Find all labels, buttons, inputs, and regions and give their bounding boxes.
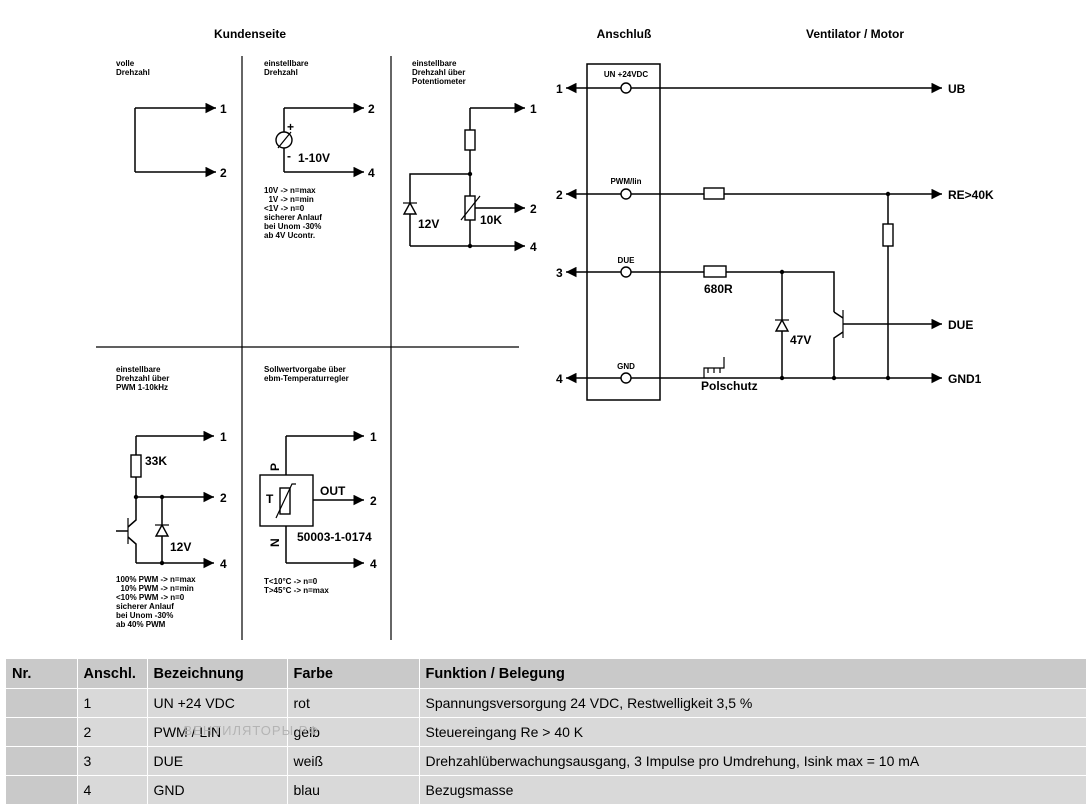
svg-text:PWM 1-10kHz: PWM 1-10kHz <box>116 383 168 392</box>
svg-text:ebm-Temperaturregler: ebm-Temperaturregler <box>264 374 349 383</box>
panel-pwm: einstellbare Drehzahl über PWM 1-10kHz 1… <box>116 365 227 629</box>
panel1-pin-2: 2 <box>220 166 227 180</box>
table-row: 4 GND blau Bezugsmasse <box>6 775 1087 805</box>
svg-text:2: 2 <box>370 494 377 508</box>
svg-text:4: 4 <box>530 240 537 254</box>
col-header-farbe: Farbe <box>287 659 420 689</box>
motor-circuit: UB RE>40K 680R 47V DUE <box>631 82 994 393</box>
svg-text:DUE: DUE <box>948 318 973 332</box>
svg-text:12V: 12V <box>170 540 191 554</box>
svg-text:GND1: GND1 <box>948 372 982 386</box>
svg-text:Sollwertvorgabe über: Sollwertvorgabe über <box>264 365 346 374</box>
polschutz-label: Polschutz <box>701 379 758 393</box>
svg-text:bei Unom -30%: bei Unom -30% <box>116 611 173 620</box>
svg-text:10V -> n=max: 10V -> n=max <box>264 186 316 195</box>
svg-text:ab 4V Ucontr.: ab 4V Ucontr. <box>264 231 315 240</box>
svg-text:T>45°C -> n=max: T>45°C -> n=max <box>264 586 329 595</box>
svg-text:ab 40% PWM: ab 40% PWM <box>116 620 166 629</box>
svg-text:2: 2 <box>530 202 537 216</box>
svg-text:<1V -> n=0: <1V -> n=0 <box>264 204 305 213</box>
zener-diode-12v-pwm <box>154 523 170 537</box>
svg-text:Drehzahl: Drehzahl <box>264 68 298 77</box>
part-number: 50003-1-0174 <box>297 530 372 544</box>
thermistor-symbol <box>279 487 291 515</box>
panel1-title-line2: Drehzahl <box>116 68 150 77</box>
svg-text:2: 2 <box>220 491 227 505</box>
svg-text:T: T <box>266 492 274 506</box>
svg-text:1: 1 <box>370 430 377 444</box>
col-header-funktion: Funktion / Belegung <box>419 659 1087 689</box>
svg-text:Potentiometer: Potentiometer <box>412 77 466 86</box>
svg-text:4: 4 <box>220 557 227 571</box>
svg-text:1: 1 <box>220 430 227 444</box>
svg-text:4: 4 <box>368 166 375 180</box>
svg-text:bei Unom -30%: bei Unom -30% <box>264 222 321 231</box>
svg-text:1V -> n=min: 1V -> n=min <box>264 195 314 204</box>
watermark-text: ВЕНТИЛЯТОРЫ.РФ <box>183 723 320 738</box>
svg-text:<10% PWM -> n=0: <10% PWM -> n=0 <box>116 593 185 602</box>
header-anschluss: Anschluß <box>597 27 652 41</box>
svg-text:einstellbare: einstellbare <box>264 59 309 68</box>
panel-full-speed: volle Drehzahl 1 2 <box>116 59 227 180</box>
svg-text:einstellbare: einstellbare <box>116 365 161 374</box>
svg-text:4: 4 <box>556 372 563 386</box>
svg-text:PWM/lin: PWM/lin <box>610 177 641 186</box>
svg-text:UB: UB <box>948 82 966 96</box>
zener-diode-12v <box>402 201 418 215</box>
svg-text:P: P <box>268 463 282 471</box>
panel1-title-line1: volle <box>116 59 135 68</box>
panel-potentiometer: einstellbare Drehzahl über Potentiometer… <box>402 59 537 254</box>
svg-text:10% PWM -> n=min: 10% PWM -> n=min <box>116 584 194 593</box>
svg-text:Drehzahl über: Drehzahl über <box>412 68 465 77</box>
svg-text:10K: 10K <box>480 213 502 227</box>
svg-text:GND: GND <box>617 362 635 371</box>
svg-text:sicherer Anlauf: sicherer Anlauf <box>264 213 322 222</box>
pullup-resistor <box>882 223 894 247</box>
series-resistor <box>464 129 476 151</box>
pin-assignment-table: Nr. Anschl. Bezeichnung Farbe Funktion /… <box>6 659 1087 805</box>
resistor-33k <box>130 454 142 478</box>
svg-text:N: N <box>268 538 282 547</box>
panel1-pin-1: 1 <box>220 102 227 116</box>
col-header-anschl: Anschl. <box>77 659 148 689</box>
svg-text:T<10°C -> n=0: T<10°C -> n=0 <box>264 577 318 586</box>
svg-text:einstellbare: einstellbare <box>412 59 457 68</box>
zener-diode-47v <box>774 318 790 332</box>
svg-text:DUE: DUE <box>618 256 636 265</box>
svg-text:1: 1 <box>530 102 537 116</box>
header-kundenseite: Kundenseite <box>214 27 286 41</box>
svg-text:4: 4 <box>370 557 377 571</box>
input-resistor <box>703 187 725 200</box>
svg-text:2: 2 <box>368 102 375 116</box>
svg-text:-: - <box>287 149 291 163</box>
table-row: 2 PWM / LIN ВЕНТИЛЯТОРЫ.РФ gelb Steuerei… <box>6 717 1087 747</box>
svg-text:1: 1 <box>556 82 563 96</box>
svg-text:33K: 33K <box>145 454 167 468</box>
connector-block: 1 UN +24VDC 2 PWM/lin 3 DUE 4 GND <box>556 63 661 401</box>
svg-text:OUT: OUT <box>320 484 346 498</box>
svg-text:UN +24VDC: UN +24VDC <box>604 70 648 79</box>
svg-text:Drehzahl über: Drehzahl über <box>116 374 169 383</box>
panel-adjustable-voltage: einstellbare Drehzahl + - 1-10V 2 4 10V … <box>264 59 375 240</box>
svg-text:sicherer Anlauf: sicherer Anlauf <box>116 602 174 611</box>
svg-text:12V: 12V <box>418 217 439 231</box>
svg-text:100% PWM -> n=max: 100% PWM -> n=max <box>116 575 196 584</box>
resistor-680r <box>703 265 727 278</box>
panel-temperature-controller: Sollwertvorgabe über ebm-Temperaturregle… <box>259 365 377 595</box>
header-ventilator-motor: Ventilator / Motor <box>806 27 904 41</box>
svg-text:2: 2 <box>556 188 563 202</box>
table-header-row: Nr. Anschl. Bezeichnung Farbe Funktion /… <box>6 659 1087 689</box>
svg-text:RE>40K: RE>40K <box>948 188 994 202</box>
table-row: 3 DUE weiß Drehzahlüberwachungsausgang, … <box>6 746 1087 776</box>
wiring-schematic: Kundenseite Anschluß Ventilator / Motor … <box>96 27 994 640</box>
table-row: 1 UN +24 VDC rot Spannungsversorgung 24 … <box>6 688 1087 718</box>
svg-text:3: 3 <box>556 266 563 280</box>
voltage-source-label: 1-10V <box>298 151 330 165</box>
svg-text:+: + <box>287 120 294 134</box>
svg-text:680R: 680R <box>704 282 733 296</box>
svg-text:47V: 47V <box>790 333 811 347</box>
col-header-bezeichnung: Bezeichnung <box>147 659 288 689</box>
col-header-nr: Nr. <box>6 659 78 689</box>
